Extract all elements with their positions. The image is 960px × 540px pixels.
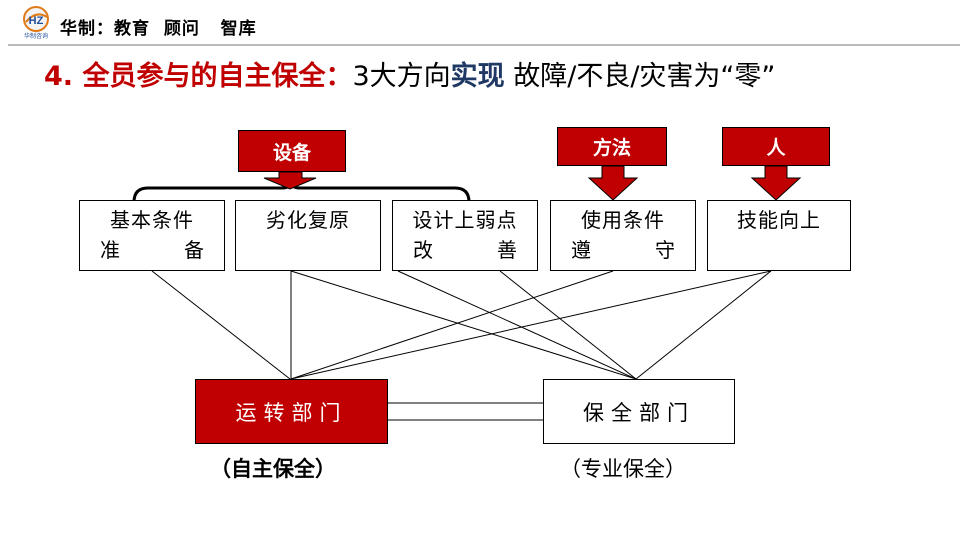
link-basic-operation (151, 270, 291, 380)
arrow-equipment (263, 171, 317, 190)
link-restore-maintenance (290, 270, 637, 380)
company-logo: HZ 华制咨询 (20, 6, 52, 40)
item-basic-conditions: 基本条件 准 备 (79, 200, 225, 271)
item-label: 设计上弱点 (412, 208, 518, 232)
item-label-b: 备 (184, 238, 204, 262)
slide-title: 4. 全员参与的自主保全：3大方向实现 故障/不良/灾害为“零” (44, 54, 775, 93)
link-design-maintenance (397, 270, 637, 380)
item-label: 劣化复原 (266, 208, 350, 232)
title-part2: 故障/不良/灾害为“零” (504, 61, 776, 92)
arrow-method (587, 165, 639, 201)
logo-subtext: 华制咨询 (24, 32, 48, 40)
item-label-b: 善 (497, 238, 517, 262)
item-deterioration-restore: 劣化复原 (235, 200, 381, 271)
link-usage-maintenance (499, 270, 637, 380)
item-label-b: 守 (655, 238, 675, 262)
title-highlight: 实现 (450, 61, 505, 92)
tag-people: 人 (722, 127, 830, 166)
item-skill-improvement: 技能向上 (707, 200, 851, 271)
dept-operation: 运转部门 (195, 379, 388, 444)
link-skill-operation (290, 270, 772, 380)
header-divider (8, 44, 960, 46)
tag-method: 方法 (557, 127, 667, 166)
title-prefix: 4. 全员参与的自主保全： (44, 61, 353, 92)
title-part1: 3大方向 (352, 61, 451, 92)
item-usage-conditions: 使用条件 遵 守 (550, 200, 696, 271)
arrow-people (750, 165, 802, 201)
link-skill-maintenance (635, 270, 772, 380)
item-label-a: 遵 (571, 238, 591, 262)
logo-text: HZ (29, 15, 44, 27)
tag-equipment: 设备 (238, 130, 346, 172)
item-design-weakness: 设计上弱点 改 善 (392, 200, 538, 271)
item-label: 基本条件 (110, 208, 194, 232)
item-label: 技能向上 (737, 208, 821, 232)
item-label: 使用条件 (581, 208, 665, 232)
dept-maintenance: 保全部门 (543, 379, 735, 444)
caption-professional-maintenance: （专业保全） (560, 457, 686, 481)
item-label-a: 改 (413, 238, 433, 262)
brand-tagline: 华制：教育 顾问 智库 (60, 19, 257, 39)
caption-autonomous-maintenance: （自主保全） (210, 457, 336, 481)
item-label-a: 准 (100, 238, 120, 262)
link-usage-operation (290, 270, 614, 380)
